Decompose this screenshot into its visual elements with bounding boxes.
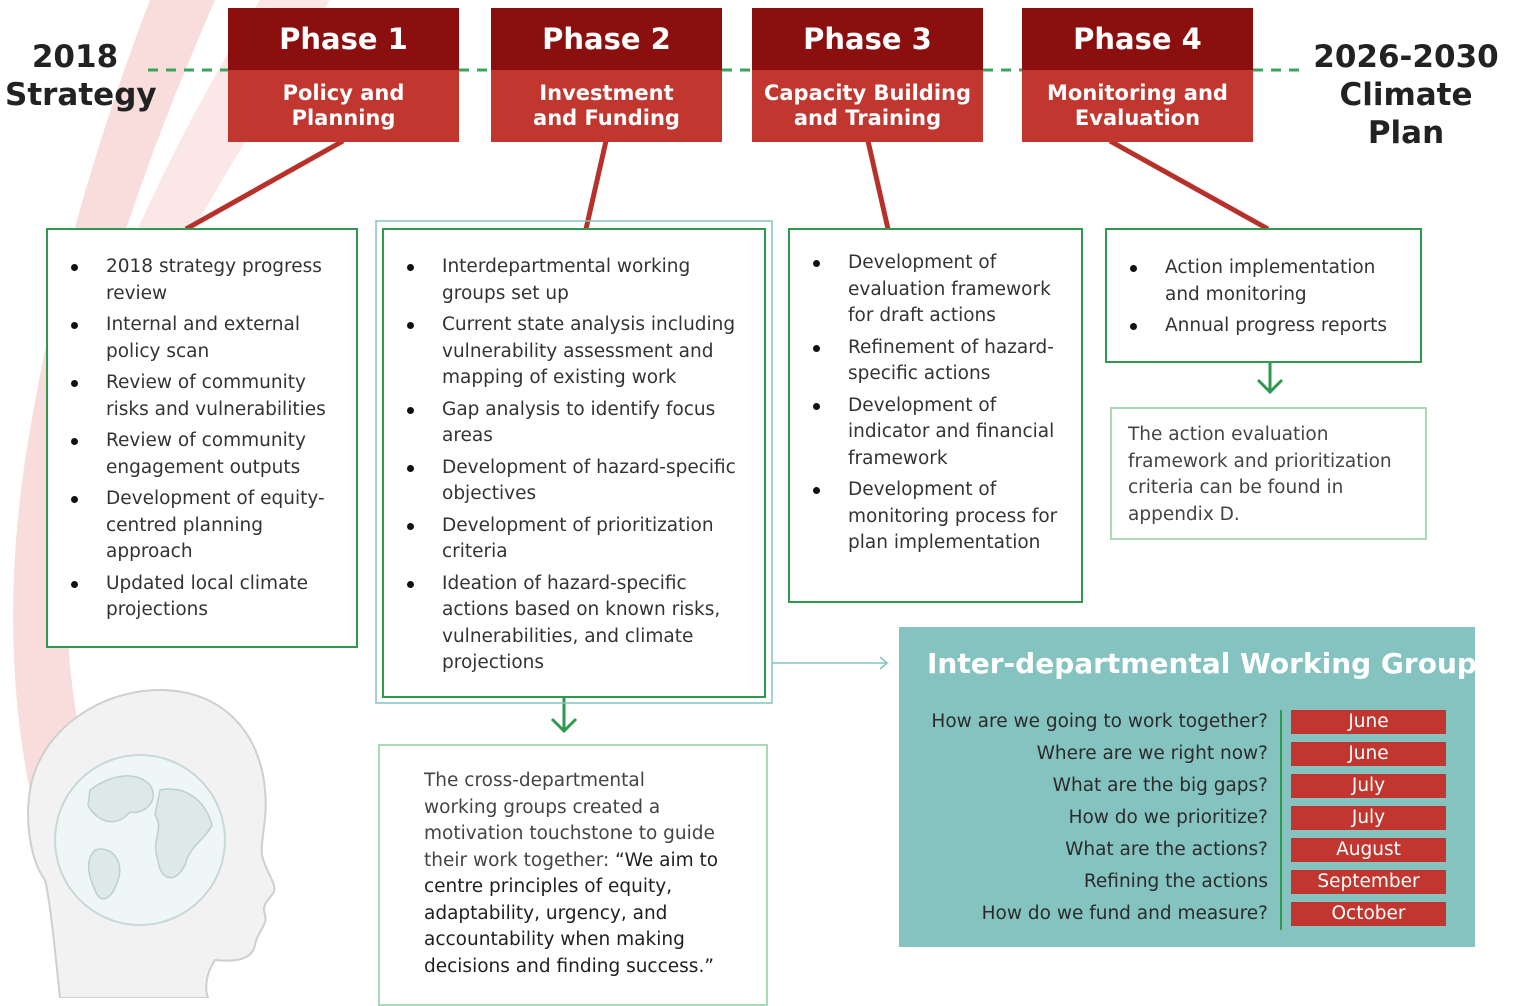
timeline-start-line-1: 2018 <box>31 39 119 75</box>
list-item: Ideation of hazard-specific actions base… <box>384 571 746 677</box>
working-group-connector <box>375 220 889 704</box>
question-6: Refining the actions <box>1083 871 1268 892</box>
timeline-end-line-2: Climate Plan <box>1339 77 1473 151</box>
phase-3-activities: Development of evaluation framework for … <box>788 228 1083 603</box>
question-5: What are the actions? <box>1065 839 1268 860</box>
phase-2-note-quote: “We aim to centre principles of equity, … <box>424 849 719 977</box>
list-item: Development of evaluation framework for … <box>790 250 1071 330</box>
decorative-swoosh <box>13 0 215 900</box>
phase-1-subtitle-line-1: Policy and <box>282 81 405 105</box>
timeline-start-line-2: Strategy <box>5 77 157 113</box>
phase-3-subtitle-line-1: Capacity Building <box>763 81 972 105</box>
list-item: Review of community risks and vulnerabil… <box>48 370 346 423</box>
phase-4-subtitle-line-2: Evaluation <box>1074 106 1201 130</box>
month-badge-7: October <box>1291 902 1446 926</box>
phase-2-activities: Interdepartmental working groups set up … <box>382 228 766 698</box>
month-badge-5: August <box>1291 838 1446 862</box>
list-item: Annual progress reports <box>1107 313 1410 340</box>
phase-3-title: Phase 3 <box>752 8 983 70</box>
question-3: What are the big gaps? <box>1052 775 1268 796</box>
month-badge-4: July <box>1291 806 1446 830</box>
question-2: Where are we right now? <box>1036 743 1268 764</box>
list-item: Interdepartmental working groups set up <box>384 254 746 307</box>
phase-1-subtitle-line-2: Planning <box>291 106 396 130</box>
phase-connectors <box>184 138 1270 232</box>
question-7: How do we fund and measure? <box>981 903 1268 924</box>
working-groups-panel: Inter-departmental Working Groups How ar… <box>899 627 1494 947</box>
working-groups-title: Inter-departmental Working Groups <box>927 647 1494 680</box>
timeline-start-label: 2018 Strategy <box>5 38 157 114</box>
question-4: How do we prioritize? <box>1068 807 1268 828</box>
list-item: Refinement of hazard-specific actions <box>790 335 1071 388</box>
phase-4-subtitle-line-1: Monitoring and <box>1047 81 1228 105</box>
head-globe-illustration <box>27 688 276 998</box>
list-item: Development of prioritization criteria <box>384 513 746 566</box>
phase-1-title: Phase 1 <box>228 8 459 70</box>
list-item: Current state analysis including vulnera… <box>384 312 746 392</box>
month-badge-3: July <box>1291 774 1446 798</box>
month-badge-2: June <box>1291 742 1446 766</box>
month-badge-6: September <box>1291 870 1446 894</box>
list-item: Internal and external policy scan <box>48 312 346 365</box>
phase-4-title: Phase 4 <box>1022 8 1253 70</box>
phase-2-title: Phase 2 <box>491 8 722 70</box>
list-item: Development of monitoring process for pl… <box>790 477 1071 557</box>
list-item: Gap analysis to identify focus areas <box>384 397 746 450</box>
down-arrows <box>550 362 1284 734</box>
question-1: How are we going to work together? <box>931 711 1268 732</box>
list-item: 2018 strategy progress review <box>48 254 346 307</box>
phase-1-activities: 2018 strategy progress review Internal a… <box>46 228 358 648</box>
month-badge-1: June <box>1291 710 1446 734</box>
list-item: Review of community engagement outputs <box>48 428 346 481</box>
phase-2-subtitle-line-1: Investment <box>539 81 674 105</box>
list-item: Action implementation and monitoring <box>1107 255 1410 308</box>
list-item: Updated local climate projections <box>48 571 346 624</box>
phase-2-note: The cross-departmental working groups cr… <box>378 744 768 1006</box>
timeline-divider <box>1280 710 1282 930</box>
phase-4-activities: Action implementation and monitoring Ann… <box>1105 228 1422 363</box>
timeline-end-label: 2026-2030 Climate Plan <box>1305 38 1507 152</box>
list-item: Development of indicator and financial f… <box>790 393 1071 473</box>
phase-2-subtitle-line-2: and Funding <box>533 106 680 130</box>
timeline-end-line-1: 2026-2030 <box>1313 39 1499 75</box>
phase-4-note: The action evaluation framework and prio… <box>1110 407 1427 540</box>
list-item: Development of hazard-specific objective… <box>384 455 746 508</box>
phase-3-subtitle-line-2: and Training <box>793 106 942 130</box>
list-item: Development of equity-centred planning a… <box>48 486 346 566</box>
phase-2-note-lead: The cross-departmental working groups cr… <box>424 770 715 871</box>
